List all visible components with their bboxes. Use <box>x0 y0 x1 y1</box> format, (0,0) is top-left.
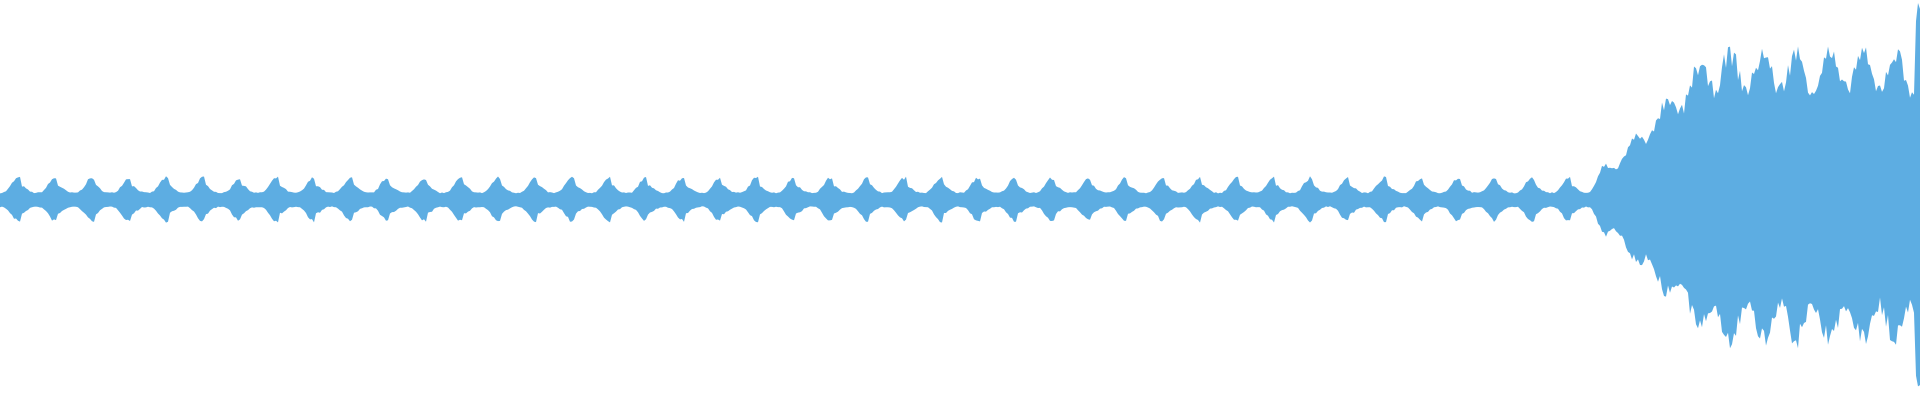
waveform-shape <box>0 3 1920 387</box>
